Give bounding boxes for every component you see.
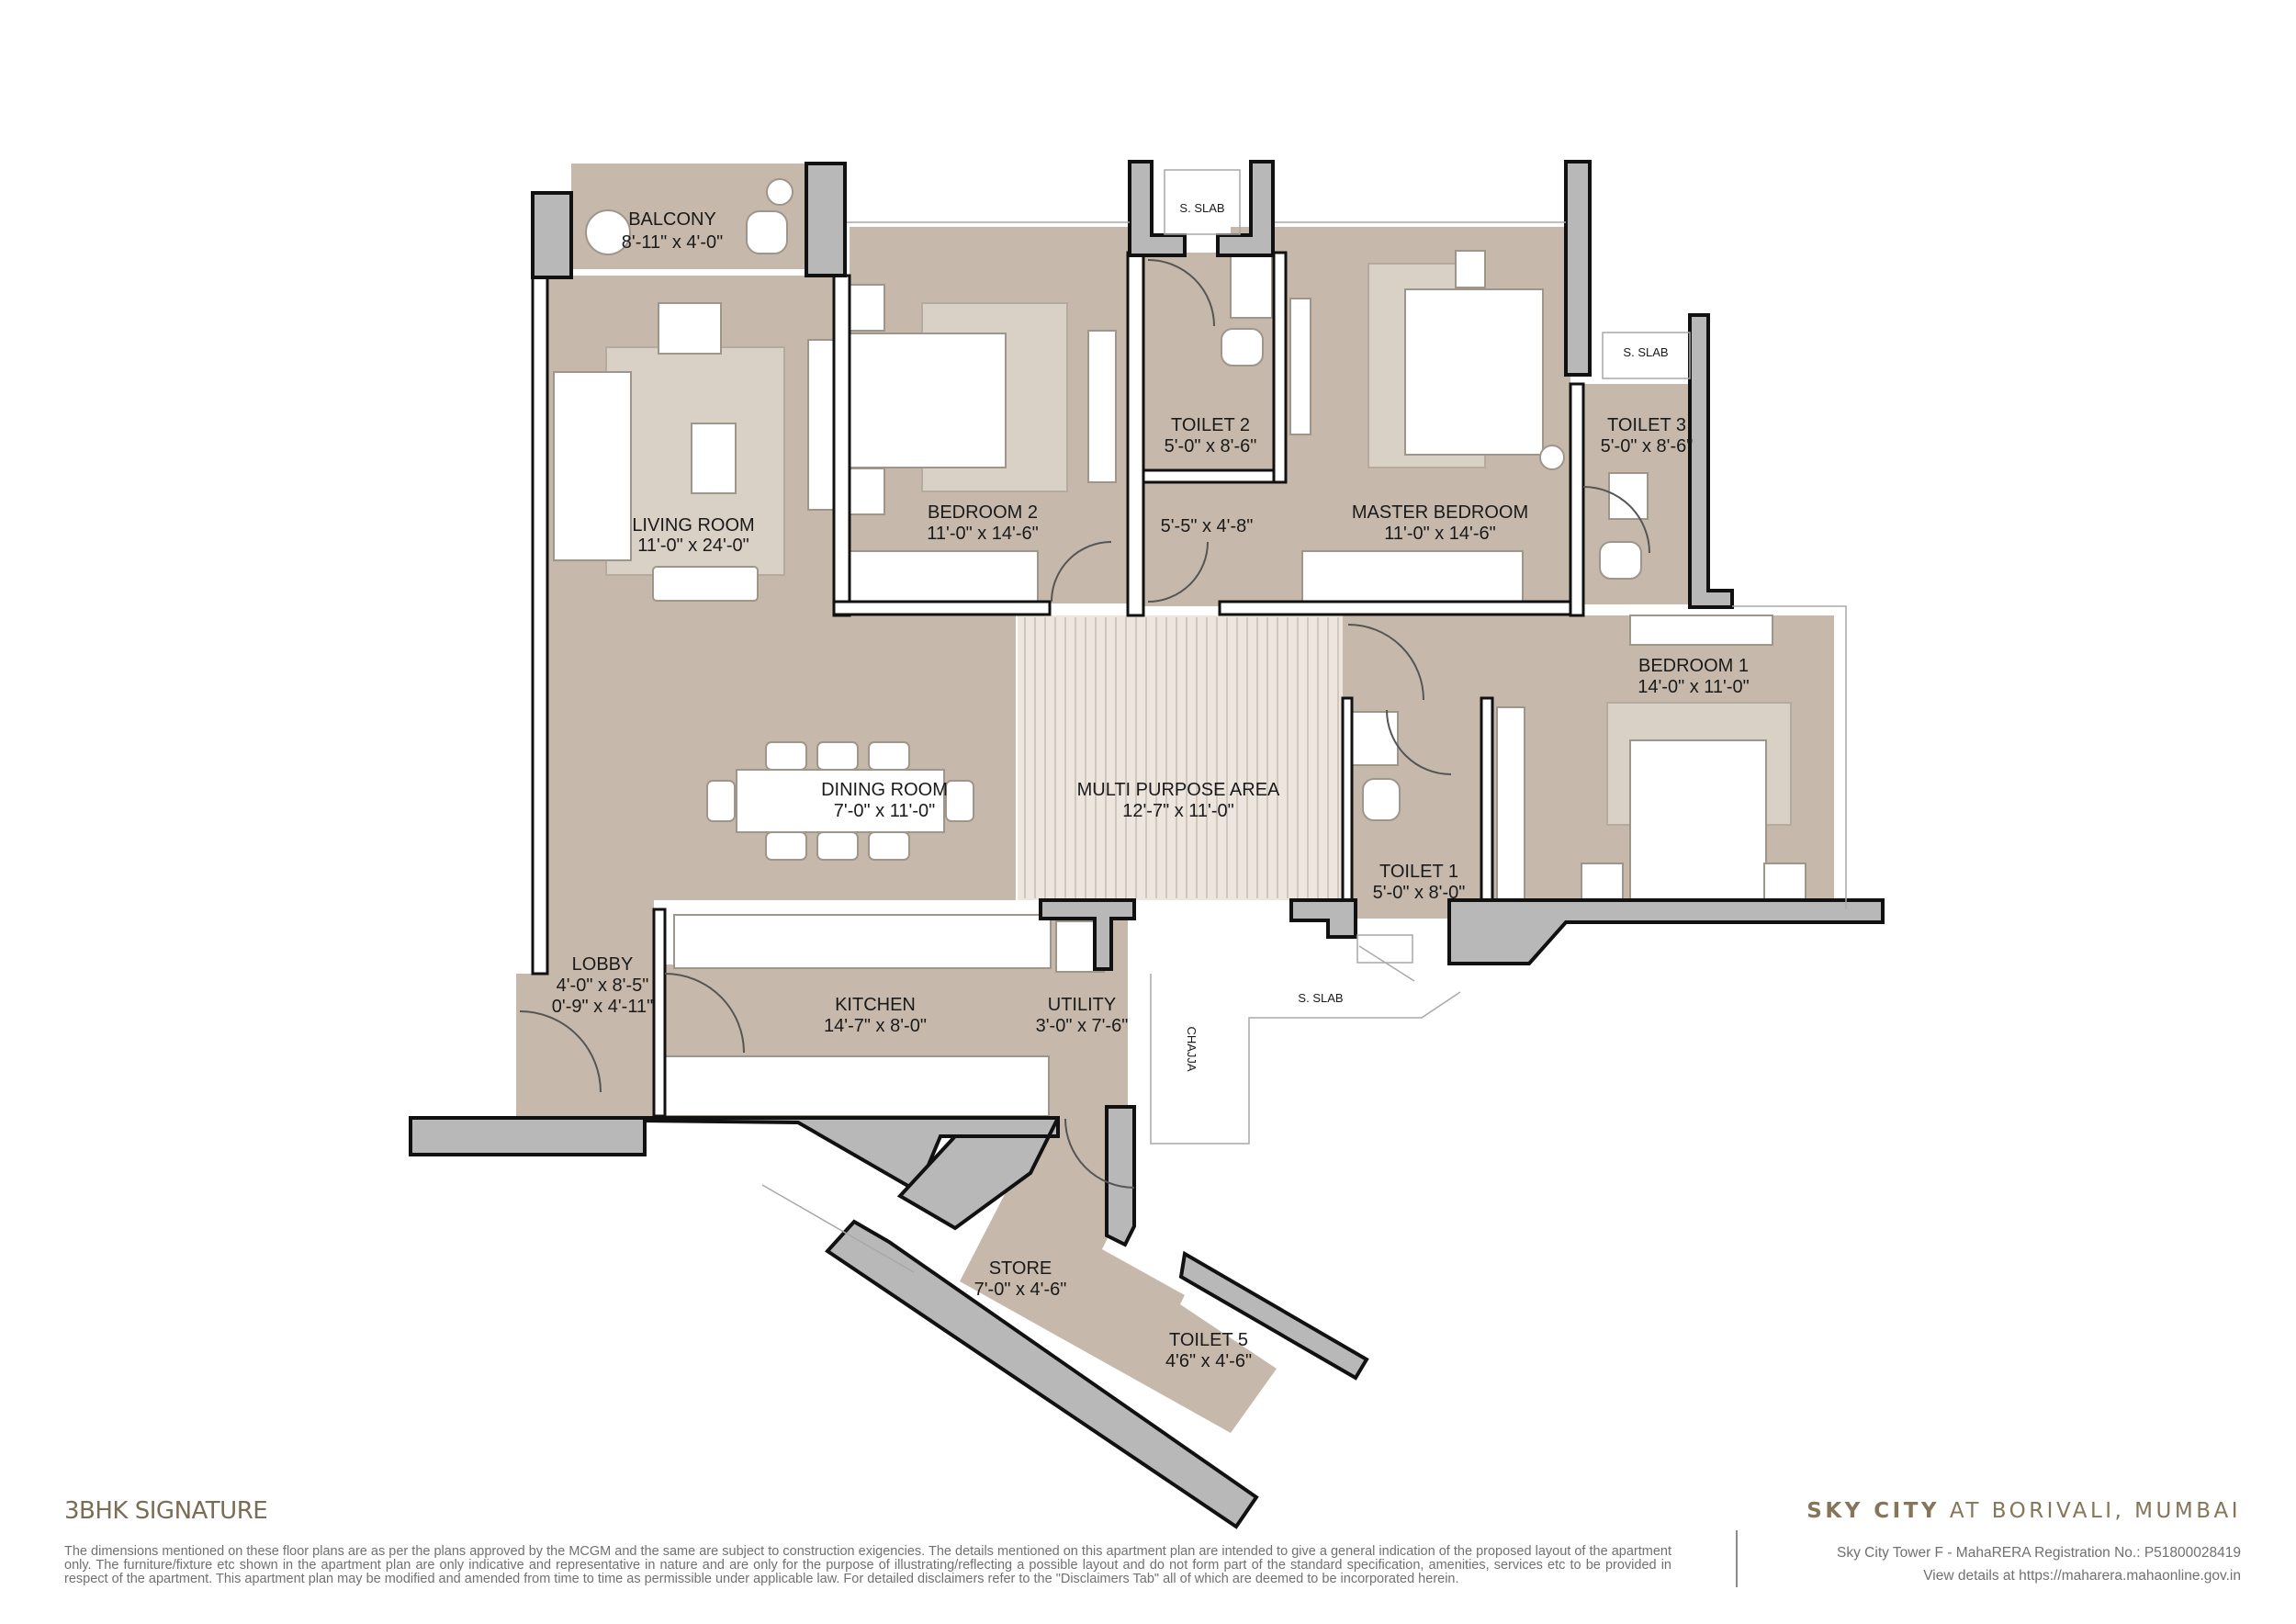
wc-icon [1362, 778, 1401, 821]
s-slab-right-label: S. SLAB [1623, 345, 1668, 359]
basin-icon [1351, 711, 1399, 766]
wc-icon [1221, 328, 1264, 367]
brand-location: AT BORIVALI, MUMBAI [1940, 1499, 2241, 1523]
slab-outlines [761, 169, 1847, 1273]
toilet3-label: TOILET 3 [1607, 415, 1686, 435]
rera-details-link[interactable]: View details at https://maharera.mahaonl… [1923, 1568, 2241, 1584]
chajja-label: CHAJJA [1185, 1026, 1199, 1071]
nightstand-icon [1581, 863, 1624, 901]
living-room-label: LIVING ROOM [632, 515, 754, 536]
lobby-size: 4'-0" x 8'-5" [557, 976, 649, 996]
passage-size: 5'-5" x 4'-8" [1161, 516, 1254, 536]
structural-walls [409, 160, 1885, 1529]
coffee-table-icon [691, 423, 737, 494]
ottoman-icon [652, 566, 759, 602]
nightstand-icon [1455, 250, 1486, 288]
rera-info: Sky City Tower F - MahaRERA Registration… [1837, 1541, 2241, 1587]
tv-unit-icon [1629, 615, 1773, 646]
disclaimer-text: The dimensions mentioned on these floor … [64, 1544, 1671, 1586]
bedroom1-label: BEDROOM 1 [1638, 656, 1749, 676]
kitchen-counter-icon [673, 914, 1052, 969]
store-size: 7'-0" x 4'-6" [974, 1280, 1067, 1300]
tv-unit-icon [1289, 298, 1311, 435]
side-table-icon [766, 178, 793, 206]
toilet1-label: TOILET 1 [1379, 862, 1458, 882]
s-slab-top-label: S. SLAB [1179, 201, 1224, 215]
sofa-icon [553, 371, 632, 561]
bed-icon [1629, 739, 1767, 901]
lobby-label: LOBBY [572, 954, 634, 975]
utility-label: UTILITY [1048, 995, 1116, 1015]
brand-name: SKY CITY [1806, 1499, 1941, 1523]
bedroom1-size: 14'-0" x 11'-0" [1638, 677, 1750, 697]
kitchen-label: KITCHEN [835, 995, 916, 1015]
toilet5-size: 4'6" x 4'-6" [1165, 1351, 1252, 1371]
balcony-size: 8'-11" x 4'-0" [622, 232, 723, 253]
multi-purpose-area-label: MULTI PURPOSE AREA [1077, 780, 1280, 800]
nightstand-icon [849, 468, 885, 515]
toilet5-label: TOILET 5 [1169, 1330, 1248, 1350]
utility-size: 3'-0" x 7'-6" [1036, 1016, 1129, 1036]
dining-room-size: 7'-0" x 11'-0" [834, 801, 935, 821]
multi-purpose-area-size: 12'-7" x 11'-0" [1122, 801, 1234, 821]
footer-divider [1736, 1530, 1738, 1587]
room-labels: BALCONY 8'-11" x 4'-0" LIVING ROOM 11'-0… [552, 201, 1750, 1371]
tv-unit-icon [807, 339, 835, 511]
armchair-icon [658, 302, 722, 355]
dining-room-label: DINING ROOM [821, 780, 948, 800]
wardrobe-icon [849, 550, 1039, 603]
wardrobe-icon [1301, 550, 1524, 603]
side-table-icon [1539, 445, 1565, 470]
store-label: STORE [989, 1258, 1052, 1279]
nightstand-icon [1763, 863, 1806, 901]
toilet1-size: 5'-0" x 8'-0" [1373, 883, 1466, 903]
unit-type-title: 3BHK SIGNATURE [64, 1497, 268, 1525]
lounge-chair-icon [746, 210, 788, 254]
tv-unit-icon [1087, 330, 1117, 483]
bedroom2-label: BEDROOM 2 [928, 502, 1038, 523]
planter-icon [585, 209, 631, 255]
s-slab-lower-label: S. SLAB [1298, 991, 1343, 1005]
bed-icon [849, 333, 1007, 468]
basin-icon [1608, 472, 1649, 520]
bedroom2-size: 11'-0" x 14'-6" [927, 524, 1039, 544]
toilet2-label: TOILET 2 [1171, 415, 1250, 435]
wc-icon [1599, 541, 1642, 580]
kitchen-size: 14'-7" x 8'-0" [824, 1016, 927, 1036]
master-bedroom-label: MASTER BEDROOM [1352, 502, 1528, 523]
multi-purpose-floor [1018, 615, 1343, 900]
wardrobe-icon [1496, 706, 1525, 901]
basin-icon [1230, 254, 1273, 319]
master-bedroom-size: 11'-0" x 14'-6" [1384, 524, 1496, 544]
kitchen-counter-icon [662, 1055, 1050, 1117]
living-room-size: 11'-0" x 24'-0" [637, 536, 749, 556]
bed-icon [1404, 288, 1544, 456]
toilet3-size: 5'-0" x 8'-6" [1601, 436, 1694, 457]
doors [519, 259, 1650, 1189]
project-brand: SKY CITY AT BORIVALI, MUMBAI [1806, 1499, 2241, 1523]
rera-registration: Sky City Tower F - MahaRERA Registration… [1837, 1545, 2241, 1561]
lobby-size-2: 0'-9" x 4'-11" [552, 997, 653, 1017]
dining-chairs [706, 741, 974, 861]
toilet2-size: 5'-0" x 8'-6" [1165, 436, 1257, 457]
balcony-label: BALCONY [628, 209, 716, 230]
furniture [553, 178, 1806, 1117]
nightstand-icon [849, 284, 885, 332]
